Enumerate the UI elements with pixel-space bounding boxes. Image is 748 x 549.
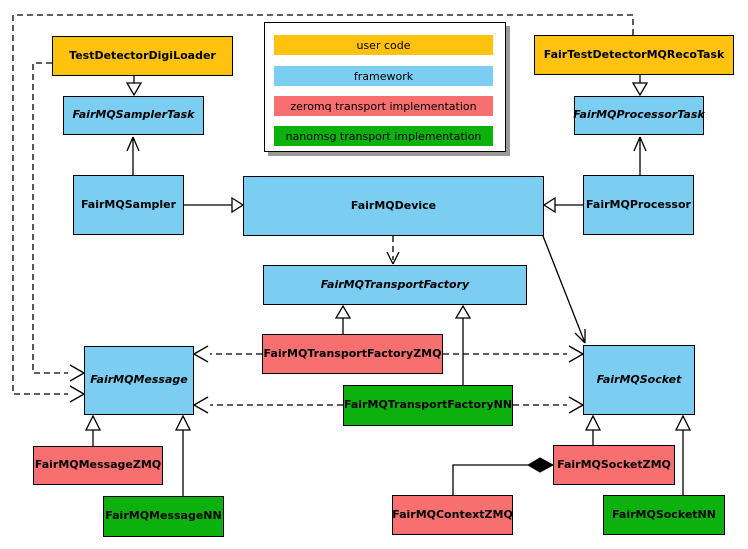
legend-label: nanomsg transport implementation: [285, 129, 482, 143]
legend-item-zeromq: zeromq transport implementation: [274, 96, 493, 116]
node-label: FairTestDetectorMQRecoTask: [543, 47, 725, 61]
node-label: FairMQSocketNN: [612, 507, 716, 521]
edge-socketnn-socket: [674, 414, 692, 495]
edge-socketzmq-socket: [584, 414, 602, 445]
node-fairmqsocketzmq: FairMQSocketZMQ: [553, 445, 675, 485]
edge-processor-device: [542, 196, 583, 214]
node-label: FairMQMessageNN: [105, 509, 222, 523]
node-label: FairMQSocket: [596, 372, 682, 386]
edge-sampler-samplertask: [126, 136, 140, 175]
legend-item-nanomsg: nanomsg transport implementation: [274, 126, 493, 146]
node-fairtestdetectormqrecotask: FairTestDetectorMQRecoTask: [534, 35, 734, 75]
edge-digiloader-samplertask: [125, 76, 143, 97]
node-label: FairMQProcessorTask: [573, 108, 705, 122]
node-fairmqprocessor: FairMQProcessor: [583, 175, 694, 235]
edge-tfzmq-socket: [443, 345, 584, 363]
edge-digiloader-message: [32, 62, 85, 382]
node-fairmqsocketnn: FairMQSocketNN: [603, 495, 725, 535]
node-label: FairMQProcessor: [586, 197, 691, 211]
node-label: FairMQMessageZMQ: [34, 458, 162, 472]
legend-label: user code: [356, 38, 411, 52]
edge-tfnn-socket: [513, 396, 584, 414]
edge-device-transportfactory: [386, 236, 400, 265]
edge-tfzmq-transportfactory: [334, 304, 352, 334]
node-fairmqmessage: FairMQMessage: [84, 346, 194, 415]
node-label: FairMQSamplerTask: [72, 108, 195, 122]
legend-item-user-code: user code: [274, 35, 493, 55]
node-fairmqtransportfactory: FairMQTransportFactory: [263, 265, 527, 305]
node-label: FairMQContextZMQ: [392, 507, 513, 521]
node-fairmqprocessortask: FairMQProcessorTask: [573, 96, 705, 135]
node-fairmqsocket: FairMQSocket: [583, 345, 695, 415]
node-fairmqtransportfactoryzmq: FairMQTransportFactoryZMQ: [262, 334, 443, 374]
node-testdetectordigiloader: TestDetectorDigiLoader: [52, 36, 233, 76]
node-label: FairMQSampler: [80, 197, 177, 211]
edge-device-socket: [542, 235, 586, 344]
legend-label: zeromq transport implementation: [290, 99, 477, 113]
node-label: TestDetectorDigiLoader: [69, 48, 216, 62]
node-fairmqtransportfactorynn: FairMQTransportFactoryNN: [343, 385, 513, 426]
node-fairmqcontextzmq: FairMQContextZMQ: [392, 495, 513, 535]
edge-tfzmq-message: [193, 345, 262, 363]
edge-recotask-processortask: [631, 75, 649, 97]
node-label: FairMQDevice: [350, 198, 437, 212]
edge-contextzmq-socketzmq: [452, 457, 555, 495]
node-label: FairMQMessage: [90, 373, 188, 387]
node-label: FairMQTransportFactory: [320, 277, 470, 291]
edge-recotask-message: [12, 14, 634, 403]
legend-item-framework: framework: [274, 66, 493, 86]
node-fairmqsamplertask: FairMQSamplerTask: [63, 96, 204, 135]
edge-processor-processortask: [633, 136, 647, 175]
node-label: FairMQTransportFactoryNN: [343, 398, 513, 412]
edge-tfnn-transportfactory: [454, 304, 472, 385]
node-fairmqmessagezmq: FairMQMessageZMQ: [33, 446, 163, 485]
node-fairmqdevice: FairMQDevice: [243, 176, 544, 236]
node-fairmqmessagenn: FairMQMessageNN: [103, 496, 224, 537]
edge-sampler-device: [184, 196, 245, 214]
edge-messagezmq-message: [84, 414, 102, 446]
legend-label: framework: [353, 69, 414, 83]
edge-tfnn-message: [193, 396, 343, 414]
edge-messagenn-message: [174, 414, 192, 496]
node-label: FairMQTransportFactoryZMQ: [263, 346, 442, 360]
node-label: FairMQSocketZMQ: [557, 457, 671, 471]
node-fairmqsampler: FairMQSampler: [73, 175, 184, 235]
legend: user code framework zeromq transport imp…: [264, 22, 506, 152]
